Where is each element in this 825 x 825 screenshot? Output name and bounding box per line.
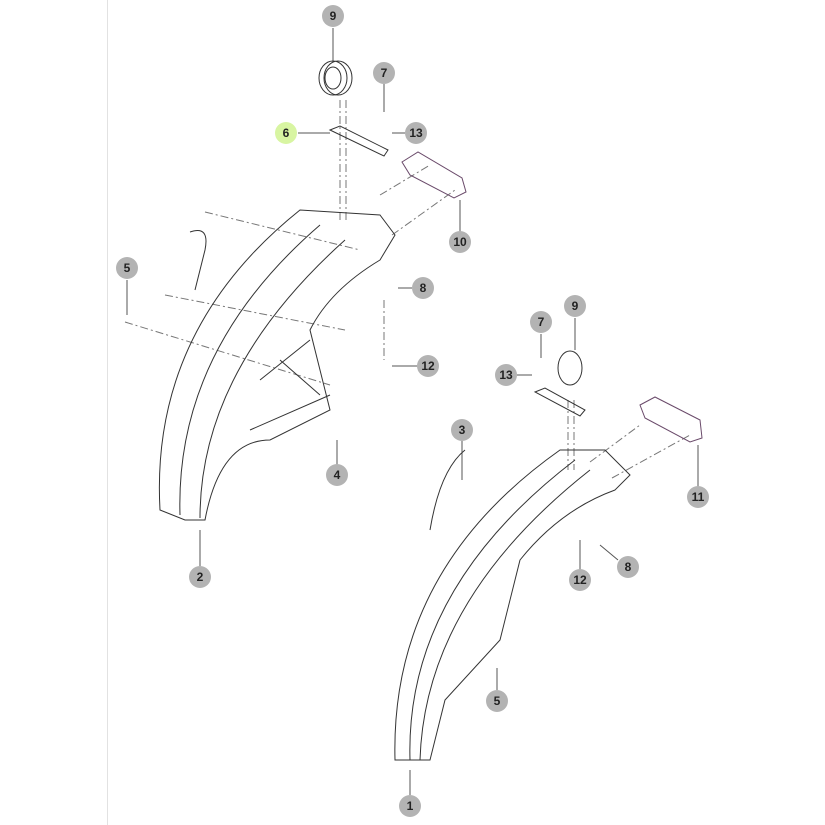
callout-1[interactable]: 1 — [399, 795, 421, 817]
callout-9[interactable]: 9 — [322, 5, 344, 27]
callout-12[interactable]: 12 — [569, 569, 591, 591]
callout-8[interactable]: 8 — [617, 556, 639, 578]
fender-left — [158, 209, 396, 521]
bracket-right — [533, 387, 586, 417]
cover-10 — [401, 151, 467, 199]
caster-wheel-9-top — [318, 60, 353, 96]
callout-12[interactable]: 12 — [417, 355, 439, 377]
callout-13[interactable]: 13 — [405, 122, 427, 144]
callout-8[interactable]: 8 — [412, 277, 434, 299]
callout-4[interactable]: 4 — [326, 464, 348, 486]
fender-right — [394, 350, 703, 761]
caster-wheel-9-right — [557, 350, 583, 386]
callout-11[interactable]: 11 — [687, 486, 709, 508]
bracket-6 — [328, 125, 389, 157]
callout-13[interactable]: 13 — [495, 364, 517, 386]
callout-7[interactable]: 7 — [373, 62, 395, 84]
centerlines — [124, 100, 691, 479]
leader-lines — [126, 28, 699, 795]
callout-9[interactable]: 9 — [564, 295, 586, 317]
cover-11 — [639, 396, 703, 443]
callout-3[interactable]: 3 — [451, 419, 473, 441]
callout-5[interactable]: 5 — [116, 257, 138, 279]
callout-7[interactable]: 7 — [530, 311, 552, 333]
callout-10[interactable]: 10 — [449, 231, 471, 253]
divider — [107, 0, 108, 825]
callout-6-highlighted[interactable]: 6 — [275, 122, 297, 144]
callout-5[interactable]: 5 — [486, 690, 508, 712]
callout-2[interactable]: 2 — [189, 566, 211, 588]
